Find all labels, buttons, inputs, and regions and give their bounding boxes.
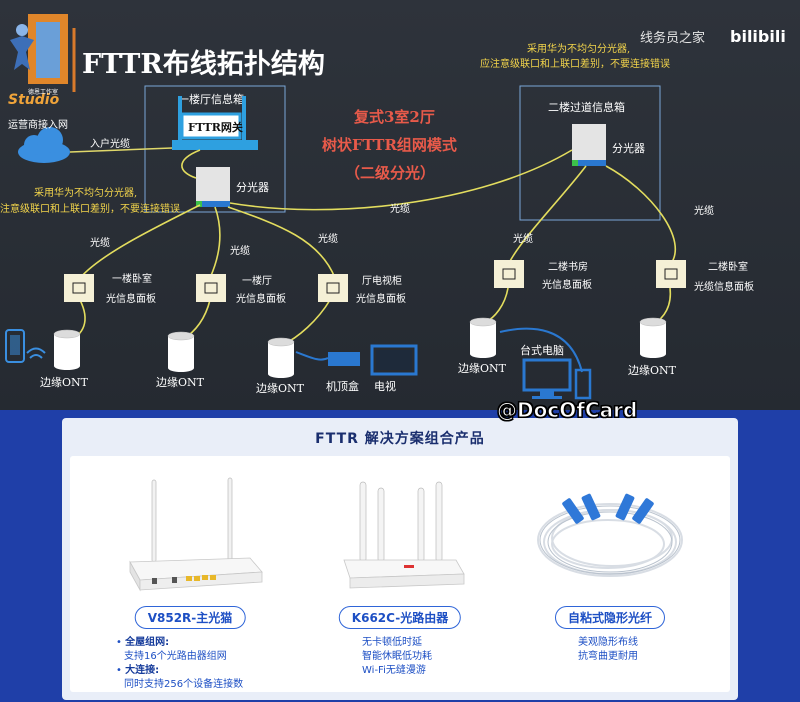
- panel-1-label-2: 光信息面板: [106, 292, 156, 305]
- feature-heading: 大连接:: [125, 665, 160, 676]
- ont-4: [469, 317, 497, 358]
- mode-line3: （二级分光）: [345, 164, 435, 182]
- panel-5-label-1: 二楼卧室: [708, 260, 748, 273]
- panel-2: [196, 274, 226, 302]
- studio-logo: Studio 德恩工作室: [8, 14, 68, 108]
- gateway-label: FTTR网关: [188, 120, 243, 134]
- panel-5-label-2: 光缆信息面板: [694, 280, 754, 293]
- ont-5: [639, 317, 667, 358]
- fiber-label-4: 光缆: [390, 202, 410, 215]
- ont-2: [167, 331, 195, 372]
- stb-label: 机顶盒: [326, 379, 359, 393]
- feature-text: 抗弯曲更耐用: [578, 651, 638, 662]
- tv-label: 电视: [374, 379, 396, 393]
- fiber-label-1: 光缆: [90, 236, 110, 249]
- studio-logo-small: 德恩工作室: [28, 88, 58, 96]
- product-features: 无卡顿低时延 智能休眠低功耗 Wi-Fi无缝漫游: [362, 636, 432, 678]
- optical-router-image: [343, 481, 465, 589]
- watermark: @DocOfCard: [496, 398, 638, 423]
- tv-icon: [370, 344, 418, 376]
- pc-label: 台式电脑: [520, 343, 564, 357]
- panel-5: [656, 260, 686, 288]
- products-list: V852R-主光猫 • 全屋组网: 支持16个光路由器组网 • 大连接: 同时支…: [70, 456, 730, 692]
- ont-4-label: 边缘ONT: [458, 362, 507, 375]
- product-features: 美观隐形布线 抗弯曲更耐用: [578, 636, 638, 664]
- panel-4-label-2: 光信息面板: [542, 278, 592, 291]
- fiber-lines: [65, 149, 676, 346]
- fiber-label-2: 光缆: [230, 244, 250, 257]
- fiber-label-5: 光缆: [513, 232, 533, 245]
- feature-text: 智能休眠低功耗: [362, 651, 432, 662]
- products-title: FTTR 解决方案组合产品: [315, 431, 485, 447]
- panel-1: [64, 274, 94, 302]
- ont-3: [267, 337, 295, 378]
- feature-text: 同时支持256个设备连接数: [124, 679, 244, 690]
- product-name: 自粘式隐形光纤: [554, 606, 666, 629]
- entry-fiber-label: 入户光缆: [90, 137, 130, 150]
- panel-4-label-1: 二楼书房: [548, 260, 588, 273]
- wifi-icon: [26, 347, 46, 359]
- products-card: FTTR 解决方案组合产品 V852R-主光猫: [62, 418, 738, 700]
- fiber-cable-image: [537, 493, 683, 577]
- feature-heading: 全屋组网:: [125, 637, 170, 648]
- panel-2-label-1: 一楼厅: [242, 274, 272, 287]
- computer-icon: [522, 358, 592, 400]
- set-top-box-icon: [328, 352, 360, 366]
- topology-diagram-panel: Studio 德恩工作室 FTTR布线拓扑结构 线务员之家 bilibili 采…: [0, 0, 800, 410]
- splitter-2: [572, 124, 606, 166]
- ethernet-cables: [295, 327, 583, 373]
- note-right-line1: 采用华为不均匀分光器,: [527, 42, 630, 55]
- diagram-title: FTTR布线拓扑结构: [82, 49, 325, 80]
- studio-logo-text: Studio: [8, 92, 60, 108]
- note-left-line2: 注意级联口和上联口差别，不要连接错误: [0, 202, 180, 215]
- ont-2-label: 边缘ONT: [156, 376, 205, 389]
- product-name: K662C-光路由器: [338, 606, 462, 629]
- optical-modem-image: [129, 477, 263, 592]
- feature-text: Wi-Fi无缝漫游: [362, 665, 426, 676]
- ont-5-label: 边缘ONT: [628, 364, 677, 377]
- channel-name: 线务员之家: [640, 30, 705, 46]
- panel-3-label-1: 厅电视柜: [362, 274, 402, 287]
- product-name: V852R-主光猫: [134, 606, 246, 629]
- fiber-label-6: 光缆: [694, 204, 714, 217]
- mode-line1: 复式3室2厅: [353, 108, 435, 126]
- operator-label: 运营商接入网: [8, 118, 68, 131]
- splitter-2-label: 分光器: [612, 141, 645, 155]
- panel-3-label-2: 光信息面板: [356, 292, 406, 305]
- mode-line2: 树状FTTR组网模式: [322, 136, 457, 154]
- info-box-2-title: 二楼过道信息箱: [548, 100, 625, 114]
- topology-diagram: Studio 德恩工作室 FTTR布线拓扑结构 线务员之家 bilibili 采…: [0, 14, 786, 400]
- panel-2-label-2: 光信息面板: [236, 292, 286, 305]
- product-k662c: K662C-光路由器 无卡顿低时延 智能休眠低功耗 Wi-Fi无缝漫游: [300, 456, 500, 692]
- products-section: FTTR 解决方案组合产品 V852R-主光猫: [0, 410, 800, 702]
- ont-1: [53, 329, 81, 370]
- ont-1-label: 边缘ONT: [40, 376, 89, 389]
- info-box-2: [519, 85, 661, 221]
- product-features: • 全屋组网: 支持16个光路由器组网 • 大连接: 同时支持256个设备连接数: [116, 637, 244, 690]
- feature-text: 美观隐形布线: [578, 637, 638, 648]
- note-left-line1: 采用华为不均匀分光器,: [34, 186, 137, 199]
- feature-text: 支持16个光路由器组网: [124, 651, 227, 662]
- ont-3-label: 边缘ONT: [256, 382, 305, 395]
- fttr-gateway: FTTR网关: [172, 96, 258, 150]
- cloud-icon: [18, 127, 70, 163]
- product-v852r: V852R-主光猫 • 全屋组网: 支持16个光路由器组网 • 大连接: 同时支…: [90, 456, 290, 692]
- product-invisible-fiber: 自粘式隐形光纤 美观隐形布线 抗弯曲更耐用: [510, 456, 710, 692]
- panel-1-label-1: 一楼卧室: [112, 272, 152, 285]
- fiber-label-3: 光缆: [318, 232, 338, 245]
- feature-text: 无卡顿低时延: [362, 637, 422, 648]
- splitter-1: [196, 167, 230, 207]
- panel-4: [494, 260, 524, 288]
- bilibili-logo: bilibili: [730, 27, 786, 46]
- splitter-1-label: 分光器: [236, 180, 269, 194]
- note-right-line2: 应注意级联口和上联口差别，不要连接错误: [480, 57, 670, 70]
- panel-3: [318, 274, 348, 302]
- phone-icon: [5, 329, 25, 363]
- info-box-1-title: 一楼厅信息箱: [178, 92, 244, 106]
